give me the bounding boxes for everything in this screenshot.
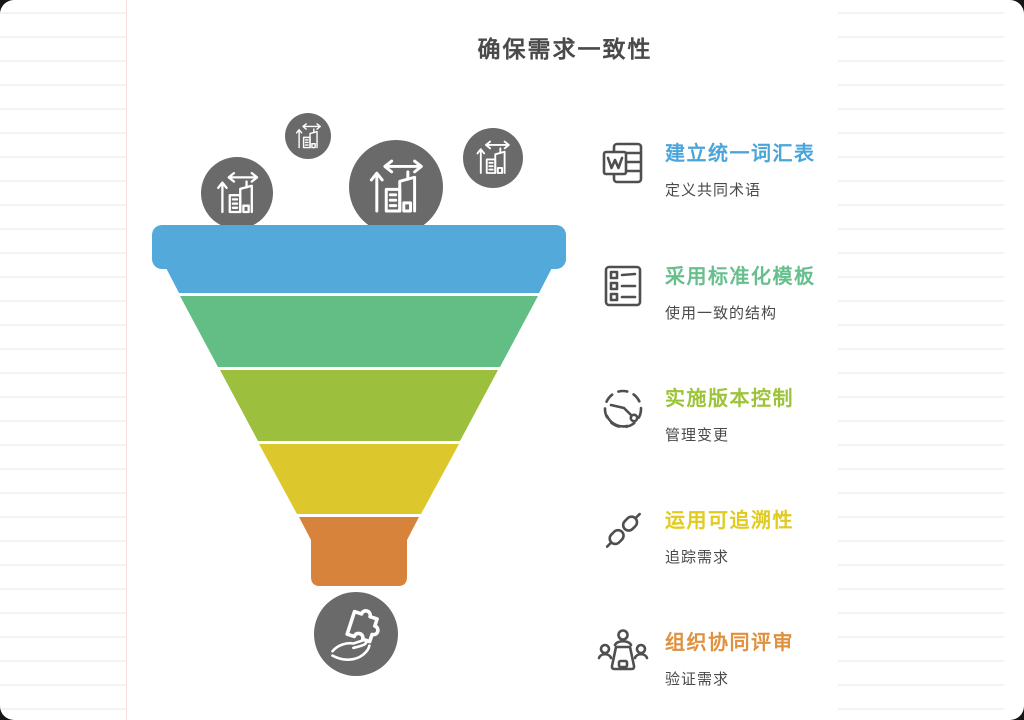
funnel-segment-3 <box>220 370 498 441</box>
step-subtitle: 追踪需求 <box>665 549 730 566</box>
funnel-segment-4 <box>259 444 459 514</box>
page-title: 确保需求一致性 <box>477 36 653 62</box>
funnel-segment-1 <box>164 264 554 293</box>
funnel-segment-5 <box>299 517 419 586</box>
ruled-paper-right <box>838 0 1004 720</box>
step-subtitle: 使用一致的结构 <box>665 305 778 322</box>
input-bubbles <box>201 113 523 234</box>
input-bubble <box>349 140 443 234</box>
checklist-icon <box>597 260 649 312</box>
funnel-segment-2 <box>180 296 538 367</box>
step-title: 采用标准化模板 <box>665 266 816 288</box>
hand-puzzle-icon <box>331 609 380 661</box>
step-title: 组织协同评审 <box>665 632 794 654</box>
step-item: 采用标准化模板 使用一致的结构 <box>597 260 816 323</box>
step-subtitle: 管理变更 <box>665 427 730 444</box>
version-history-icon <box>597 382 649 434</box>
people-review-icon <box>597 626 649 678</box>
step-subtitle: 定义共同术语 <box>665 182 762 199</box>
ruled-paper-left <box>0 0 127 720</box>
step-item: 组织协同评审 验证需求 <box>597 626 794 689</box>
step-item: 运用可追溯性 追踪需求 <box>597 504 794 567</box>
input-bubble <box>463 128 523 188</box>
input-bubble <box>285 113 331 159</box>
funnel-segment-1-lip <box>152 225 566 269</box>
input-bubble <box>201 157 273 229</box>
step-item: 实施版本控制 管理变更 <box>597 382 794 445</box>
step-title: 建立统一词汇表 <box>665 143 816 165</box>
step-title: 实施版本控制 <box>665 388 794 410</box>
word-document-icon <box>597 137 649 189</box>
step-title: 运用可追溯性 <box>665 510 794 532</box>
chain-link-icon <box>597 504 649 556</box>
step-item: 建立统一词汇表 定义共同术语 <box>597 137 816 200</box>
step-subtitle: 验证需求 <box>665 671 730 688</box>
